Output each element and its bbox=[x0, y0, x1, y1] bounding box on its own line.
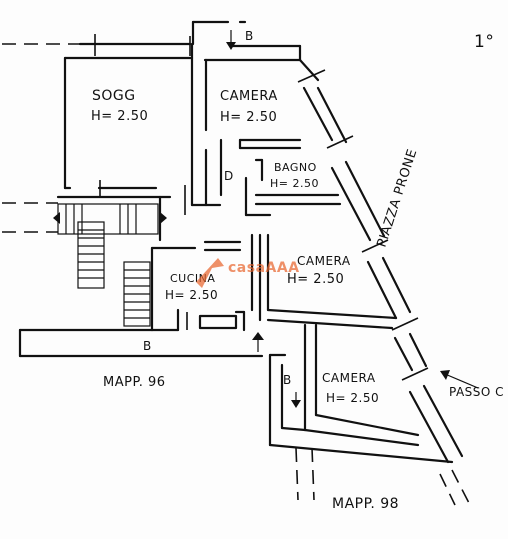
passage-label: PASSO C bbox=[449, 385, 504, 399]
room-name: CAMERA bbox=[297, 254, 351, 268]
room-soggiorno: SOGG H= 2.50 bbox=[91, 88, 148, 124]
parcel-left: MAPP. 96 bbox=[103, 375, 166, 390]
floor-label: 1° bbox=[474, 32, 494, 52]
room-bagno: BAGNO H= 2.50 bbox=[270, 161, 319, 190]
street-label: PIAZZA PRONE bbox=[375, 147, 421, 249]
room-camera-top: CAMERA H= 2.50 bbox=[220, 89, 278, 125]
marker-b-right: B bbox=[283, 373, 292, 387]
room-name: CAMERA bbox=[220, 89, 278, 104]
room-height: H= 2.50 bbox=[270, 177, 319, 190]
room-height: H= 2.50 bbox=[287, 272, 344, 287]
room-height: H= 2.50 bbox=[91, 109, 148, 124]
room-name: SOGG bbox=[92, 88, 136, 104]
room-height: H= 2.50 bbox=[326, 391, 379, 405]
marker-b-lower: B bbox=[143, 339, 152, 353]
watermark-text: casaAAA bbox=[228, 260, 300, 276]
room-name: CAMERA bbox=[322, 371, 376, 385]
watermark-arrow-icon bbox=[196, 258, 224, 288]
entrance-arrows bbox=[226, 30, 479, 408]
watermark: casaAAA bbox=[196, 258, 300, 288]
staircase bbox=[53, 203, 167, 327]
room-cucina: CUCINA H= 2.50 bbox=[165, 272, 218, 302]
room-height: H= 2.50 bbox=[165, 288, 218, 302]
room-camera-mid: CAMERA H= 2.50 bbox=[287, 254, 351, 287]
room-name: BAGNO bbox=[274, 161, 317, 174]
marker-d: D bbox=[224, 169, 234, 183]
room-height: H= 2.50 bbox=[220, 110, 277, 125]
parcel-bottom: MAPP. 98 bbox=[332, 496, 399, 512]
marker-b-top: B bbox=[245, 29, 254, 43]
room-camera-bottom: CAMERA H= 2.50 bbox=[322, 371, 379, 405]
